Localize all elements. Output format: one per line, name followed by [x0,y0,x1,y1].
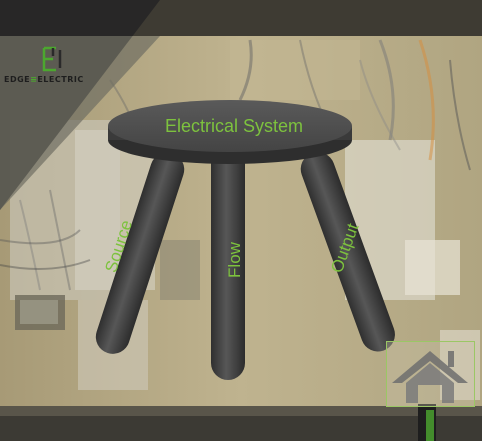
edge-electric-logo-icon [42,46,62,72]
brand-logo [6,44,102,88]
brand-name-part2: ELECTRIC [37,75,84,84]
leg-output [300,152,395,352]
leg-label-flow: Flow [225,241,244,278]
seat-label: Electrical System [165,116,303,136]
stool-seat [108,100,352,164]
leg-source [95,152,185,354]
stool-diagram: Electrical System Source Flow Output [95,100,395,380]
brand-name-accent: ≡ [30,75,38,84]
leg-flow [211,140,245,380]
home-button[interactable] [386,341,475,407]
brand-name-part1: EDGE [4,75,31,84]
brand-name: EDGE≡ELECTRIC [4,75,98,84]
corner-banner-light [0,36,160,210]
house-icon [386,341,475,407]
